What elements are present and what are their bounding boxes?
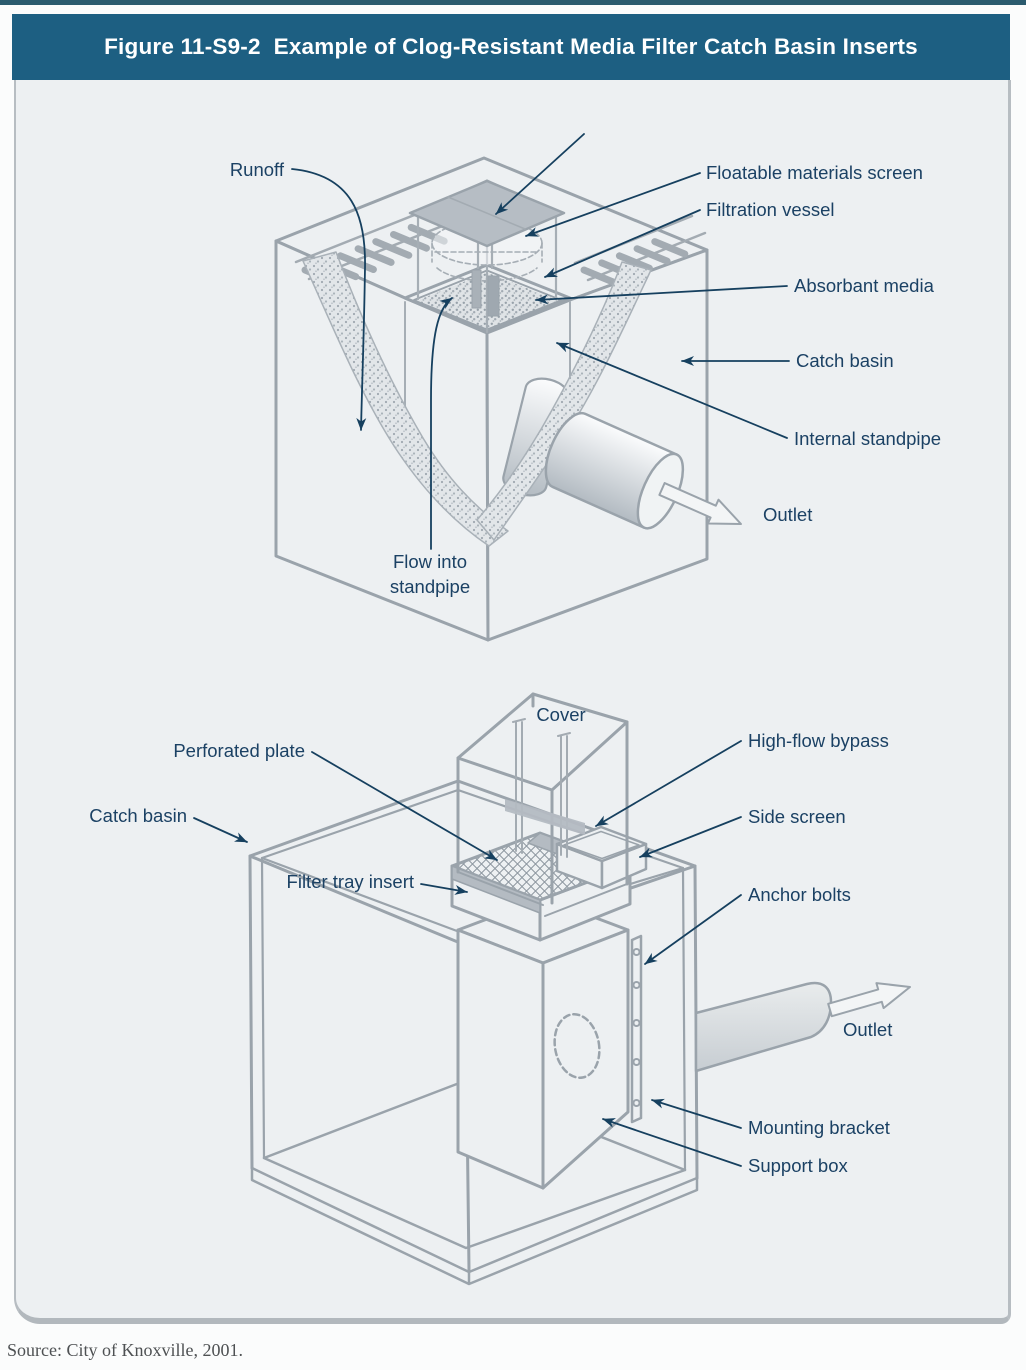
high-flow-bypass-leader <box>595 740 742 827</box>
label-catch-basin-bottom: Catch basin <box>89 805 187 826</box>
perforated-plate-leader <box>311 751 498 861</box>
insert-roof-ridge <box>447 196 526 230</box>
label-side-screen: Side screen <box>748 806 846 827</box>
label-catch-basin-top: Catch basin <box>796 350 894 371</box>
label-floatable-screen: Floatable materials screen <box>706 162 923 183</box>
anchor-bolt <box>632 1019 641 1027</box>
support-box-hole <box>553 1013 601 1079</box>
absorbant-leader <box>535 285 788 305</box>
label-absorbant-media: Absorbant media <box>794 275 935 296</box>
label-filter-tray-insert: Filter tray insert <box>287 871 414 892</box>
bypass-pipes <box>512 718 571 858</box>
mounting-bracket <box>630 934 643 1124</box>
bottom-leader-lines <box>193 740 742 1167</box>
anchor-bolt <box>632 981 641 989</box>
support-box-right <box>541 928 630 1190</box>
filter-tray-leader <box>420 883 468 895</box>
runoff-leader <box>291 168 367 431</box>
label-high-flow-bypass: High-flow bypass <box>748 730 889 751</box>
support-box <box>456 896 630 1190</box>
outlet-pipe-bottom <box>694 981 833 1073</box>
grate-slots-right <box>573 214 707 286</box>
support-box-leader <box>602 1118 742 1167</box>
label-internal-standpipe: Internal standpipe <box>794 428 941 449</box>
internal-standpipe-leader <box>556 342 788 439</box>
flow-band-right <box>476 261 652 541</box>
figure-header: Figure 11-S9-2 Example of Clog-Resistant… <box>12 14 1010 80</box>
outlet-flow-arrow-bottom <box>827 982 911 1018</box>
label-runoff: Runoff <box>230 159 285 180</box>
label-filtration-vessel: Filtration vessel <box>706 199 835 220</box>
top-diagram: Runoff Floatable materials screen Filtra… <box>230 133 941 642</box>
label-perforated-plate: Perforated plate <box>173 740 305 761</box>
cover-pointer-arrow <box>495 133 585 215</box>
anchor-bolt <box>632 1099 641 1107</box>
basin-bottom-slab <box>250 1166 699 1286</box>
bottom-diagram: Cover Perforated plate Catch basin Filte… <box>89 692 911 1286</box>
label-flow-into-standpipe-1: Flow into <box>393 551 467 572</box>
figure-title: Figure 11-S9-2 Example of Clog-Resistant… <box>104 34 918 59</box>
label-outlet-top: Outlet <box>763 504 812 525</box>
filter-insert <box>403 179 572 334</box>
label-mounting-bracket: Mounting bracket <box>748 1117 890 1138</box>
anchor-bolts-leader <box>644 894 742 965</box>
filter-tray-insert <box>450 692 648 942</box>
flow-band-left <box>302 251 509 547</box>
anchor-bolt <box>632 1058 641 1066</box>
cover-box <box>456 692 629 917</box>
flow-into-standpipe-leader <box>430 297 453 550</box>
label-support-box: Support box <box>748 1155 849 1176</box>
insert-rim-lip <box>413 269 562 331</box>
source-citation: Source: City of Knoxville, 2001. <box>7 1340 243 1360</box>
outlet-flow-arrow <box>658 482 742 525</box>
catch-basin-bottom-leader <box>193 817 248 843</box>
label-outlet-bottom: Outlet <box>843 1019 892 1040</box>
label-flow-into-standpipe-2: standpipe <box>390 576 470 597</box>
anchor-bolt <box>632 948 641 956</box>
label-anchor-bolts: Anchor bolts <box>748 884 851 905</box>
top-leader-lines <box>291 133 790 550</box>
side-screen-band-upper <box>505 799 585 835</box>
high-flow-bypass-chamber <box>555 825 648 890</box>
floatable-leader <box>525 172 701 237</box>
catch-basin-wireframe <box>248 779 699 1286</box>
filtration-leader <box>544 209 701 278</box>
label-cover: Cover <box>536 704 585 725</box>
support-box-front <box>456 928 545 1190</box>
page-top-rule <box>0 0 1026 5</box>
basin-inner-verticals <box>260 856 687 1172</box>
side-screen-leader <box>639 816 742 858</box>
mounting-bracket-leader <box>651 1098 742 1129</box>
